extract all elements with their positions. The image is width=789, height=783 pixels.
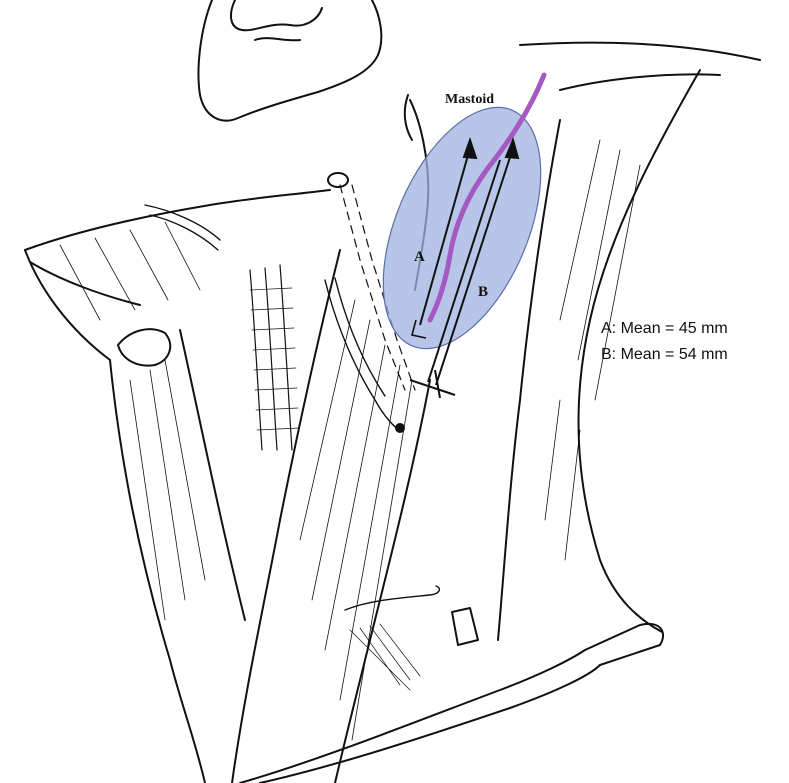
arrow-b-head (504, 136, 520, 160)
arrow-a-line (419, 147, 471, 326)
striated-vessel-left (249, 264, 293, 451)
base-tick-mark (409, 369, 456, 399)
striated-vessel-rings (249, 287, 300, 431)
muscle-cut-end (451, 607, 479, 646)
ear-inner-fold-2 (254, 37, 301, 42)
anatomy-line-art (24, 0, 761, 783)
great-auricular-nerve (324, 277, 401, 431)
right-angle-mark (411, 319, 427, 339)
vessel-cross-section (327, 172, 349, 188)
arrow-b-parallel (427, 159, 501, 383)
upper-nerve-bundle (144, 204, 221, 251)
mastoid-label: Mastoid (445, 92, 494, 107)
ear-outline (197, 0, 383, 122)
left-muscle-upper (24, 189, 331, 251)
lower-striated-vessel (349, 623, 421, 691)
clavicle-lower (259, 664, 601, 783)
head-outline (403, 41, 761, 141)
sternocleidomastoid-fibers (299, 299, 413, 741)
measurement-arrows (409, 136, 520, 399)
strap-muscle-left (109, 359, 206, 783)
nerve-junction (395, 423, 405, 433)
trapezius-edge (497, 119, 561, 641)
arrow-b-line (435, 147, 514, 386)
strap-muscle-right (179, 329, 246, 621)
label-a: A (414, 249, 425, 265)
left-muscle-fibers (59, 221, 201, 321)
mastoid-region (382, 106, 542, 350)
lower-vessel (344, 585, 441, 611)
sternocleidomastoid-right-edge (334, 379, 431, 783)
dashed-guide-left (339, 184, 406, 391)
nerve-path (427, 72, 547, 323)
strap-muscle-fibers (129, 359, 206, 621)
jaw-line (559, 73, 721, 91)
left-cut-end (117, 328, 172, 367)
legend-a: A: Mean = 45 mm (601, 320, 728, 337)
legend-b: B: Mean = 54 mm (601, 346, 728, 363)
arrow-a-head (462, 136, 478, 160)
sternocleidomastoid-left-edge (231, 249, 341, 783)
left-muscle-lower (24, 249, 141, 361)
clavicle (239, 622, 665, 783)
ear-inner-fold (229, 0, 323, 32)
posterior-muscle-fibers (544, 139, 641, 561)
label-b: B (478, 284, 488, 300)
posterior-neck-outline (577, 69, 701, 633)
